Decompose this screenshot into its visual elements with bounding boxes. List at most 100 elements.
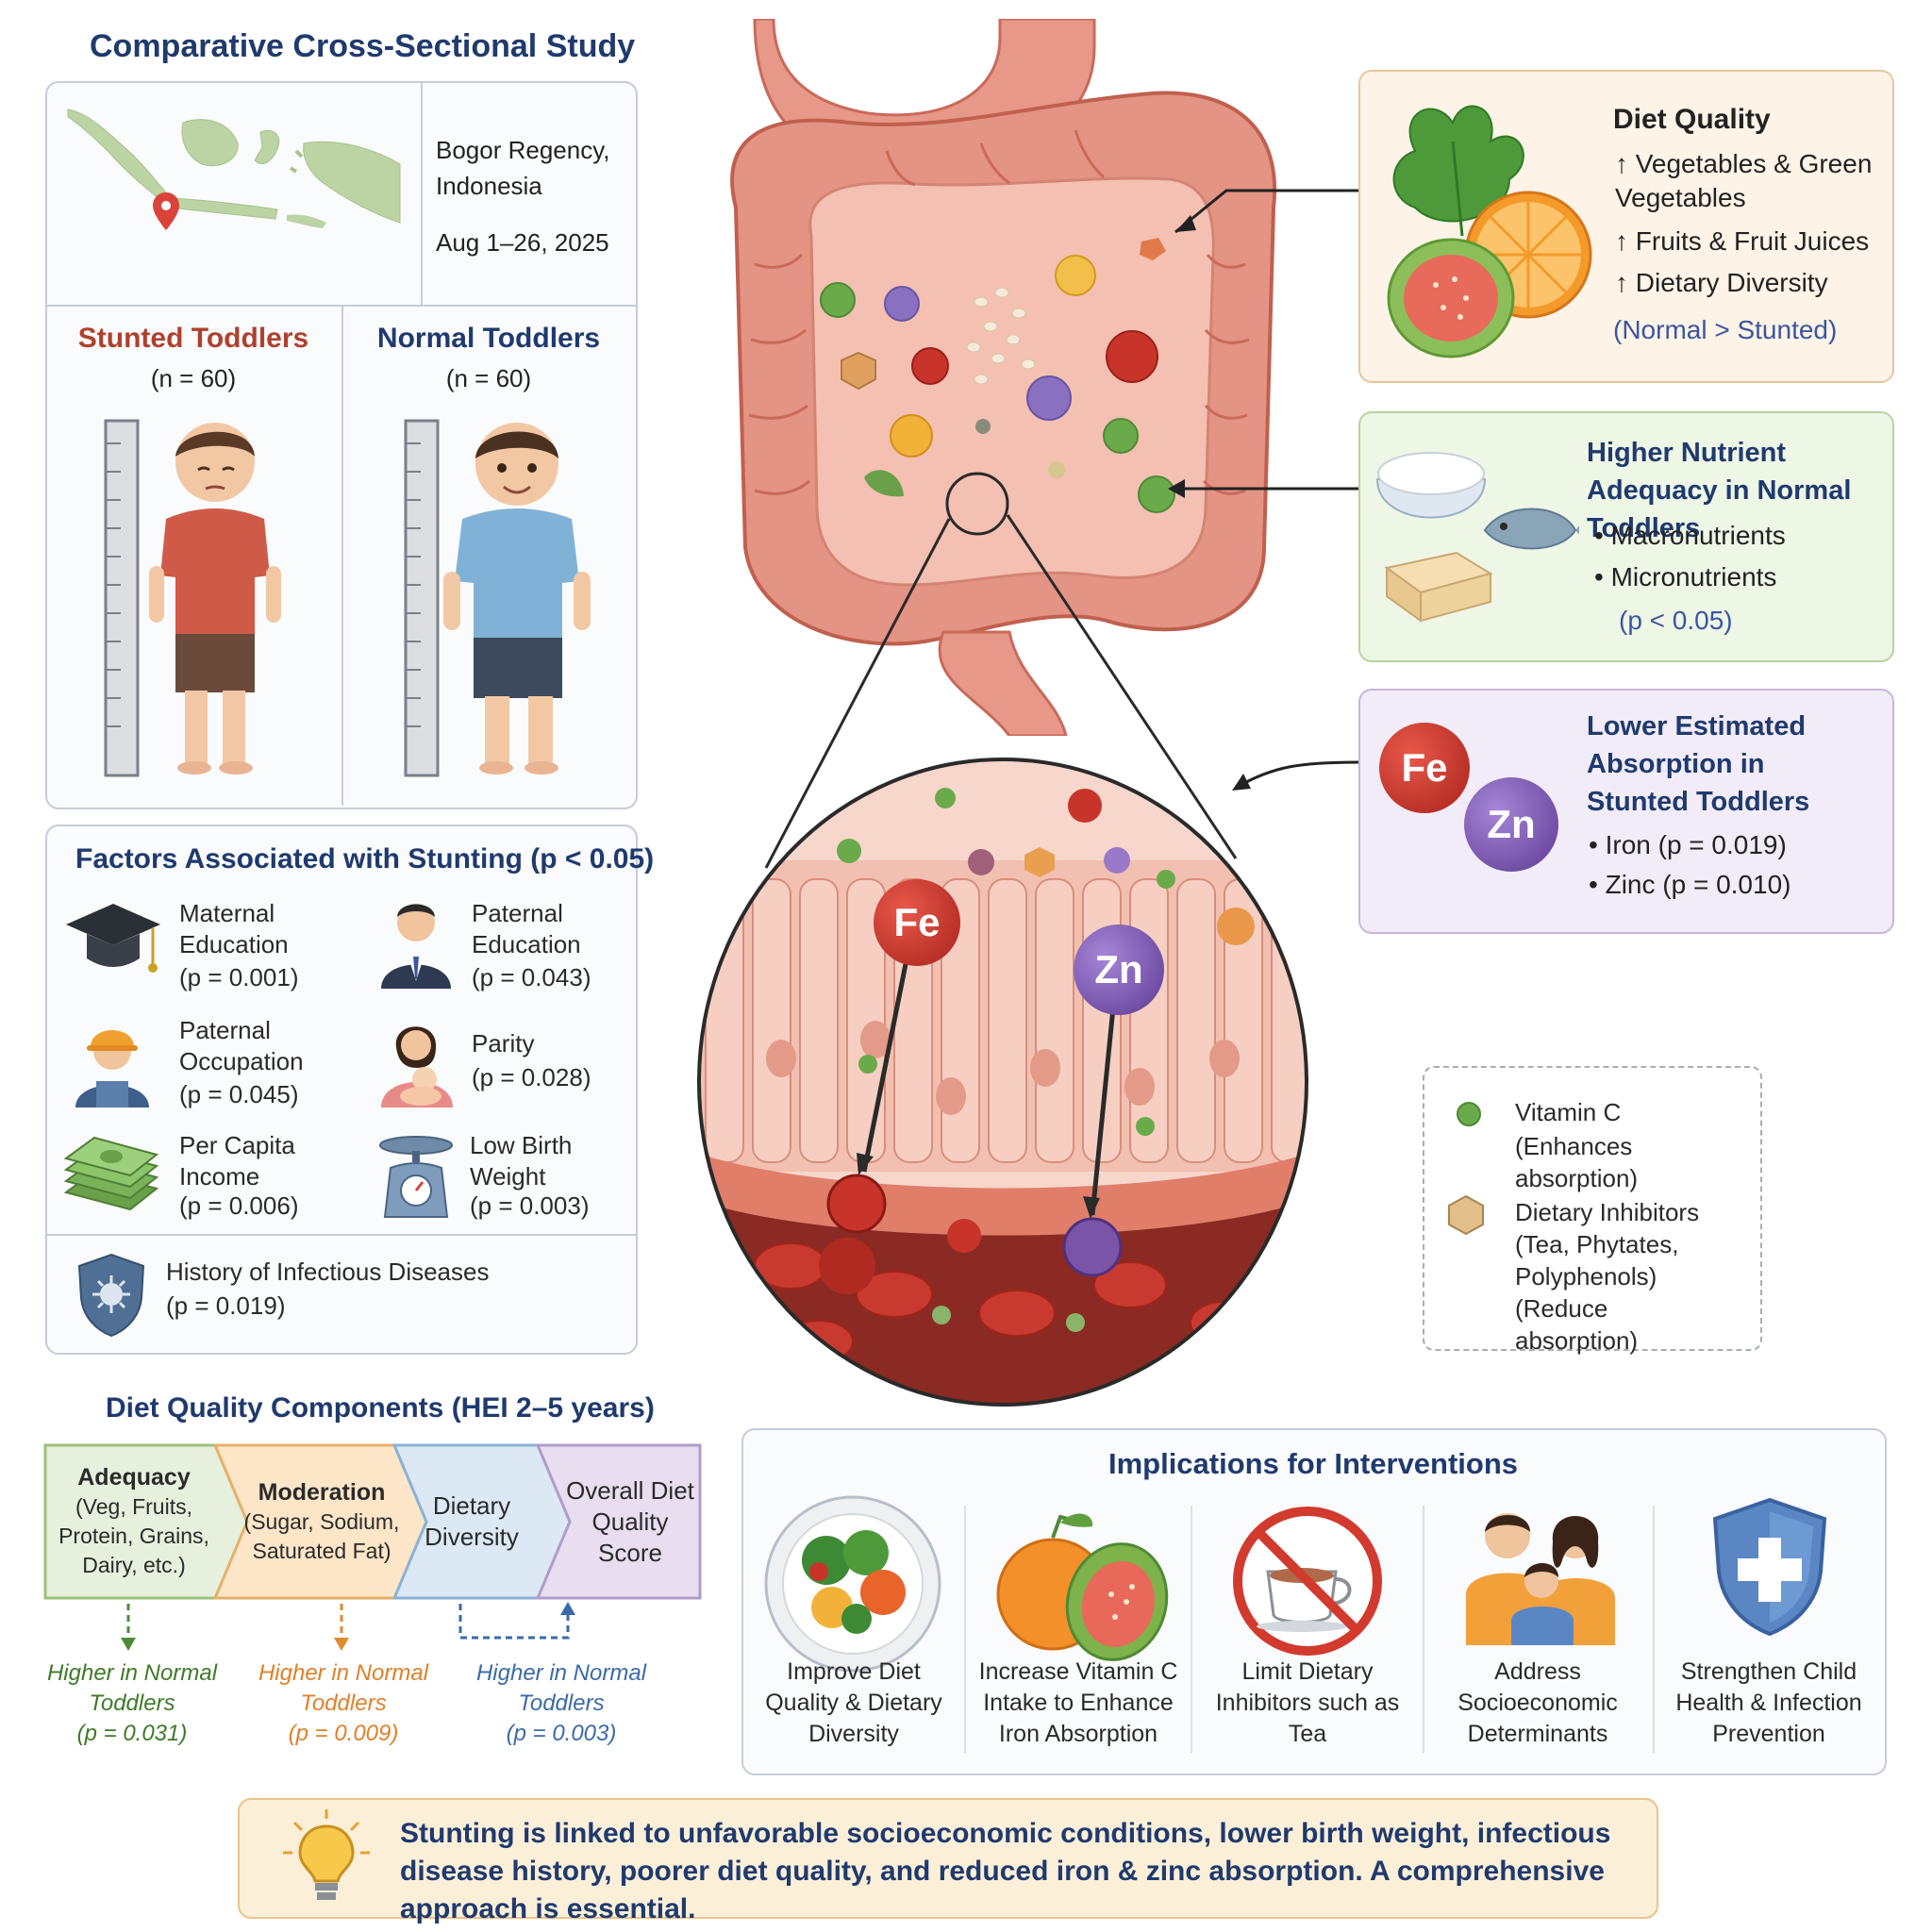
legend-vitamin-c-title: Vitamin C	[1515, 1098, 1622, 1126]
hei-finding-moderation: Higher in Normal Toddlers (p = 0.009)	[249, 1658, 438, 1749]
hei-adequacy: Adequacy (Veg, Fruits, Protein, Grains, …	[49, 1453, 219, 1591]
legend-vitamin-c-desc: (Enhances absorption)	[1515, 1132, 1639, 1192]
diet-quality-item-2: ↑ Fruits & Fruit Juices	[1615, 226, 1870, 256]
factor-per-capita-income-p: (p = 0.006)	[179, 1191, 299, 1220]
absorption-item-iron: • Iron (p = 0.019)	[1589, 830, 1787, 859]
factor-infectious-diseases: History of Infectious Diseases	[166, 1257, 490, 1286]
factor-low-birth-weight: Low Birth Weight	[470, 1131, 573, 1191]
hei-overall-score: Overall Diet Quality Score	[566, 1475, 694, 1567]
factor-parity: Parity	[472, 1029, 535, 1058]
zn-ion-icon: Zn	[1464, 777, 1558, 872]
shield-cross-icon	[1712, 1497, 1827, 1637]
no-tea-icon	[1233, 1507, 1382, 1656]
money-icon	[63, 1136, 159, 1211]
vitamin-c-dot-icon	[1457, 1102, 1481, 1126]
man-suit-icon	[381, 904, 451, 989]
factor-paternal-occupation-p: (p = 0.045)	[179, 1080, 299, 1108]
impl-improve-diet: Improve Diet Quality & Dietary Diversity	[765, 1658, 942, 1747]
virus-shield-icon	[77, 1253, 145, 1338]
impl-divider-1	[964, 1506, 966, 1753]
normal-toddler-icon	[404, 419, 591, 777]
intestine-illustration	[730, 19, 1277, 736]
hei-moderation: Moderation (Sugar, Sodium, Saturated Fat…	[243, 1453, 400, 1591]
absorption-zoom-circle	[697, 758, 1308, 1407]
stunted-label: Stunted Toddlers	[77, 323, 309, 354]
stunted-toddler-icon	[104, 419, 281, 777]
hei-finding-diversity: Higher in Normal Toddlers (p = 0.003)	[462, 1658, 660, 1749]
scale-icon	[379, 1136, 453, 1218]
family-icon	[1466, 1513, 1615, 1645]
worker-icon	[75, 1030, 149, 1108]
factors-title: Factors Associated with Stunting (p < 0.…	[75, 843, 655, 874]
factor-paternal-occupation: Paternal Occupation	[179, 1016, 304, 1075]
legend-inhibitor-title: Dietary Inhibitors	[1515, 1198, 1700, 1226]
study-dates: Aug 1–26, 2025	[436, 228, 609, 257]
hei-chevrons	[43, 1443, 702, 1600]
study-divider-v2	[341, 306, 343, 806]
factor-infectious-diseases-p: (p = 0.019)	[166, 1291, 286, 1320]
impl-vitamin-c: Increase Vitamin C Intake to Enhance Iro…	[978, 1658, 1178, 1747]
hei-finding-adequacy-text: Higher in Normal Toddlers	[46, 1660, 218, 1716]
nutrient-item-2-label: Micronutrients	[1610, 562, 1777, 591]
study-divider-v1	[421, 83, 423, 306]
zn-ion-zoom: Zn	[1074, 924, 1164, 1015]
impl-socioeconomic: Address Socioeconomic Determinants	[1457, 1658, 1618, 1747]
diet-quality-item-1: ↑ Vegetables & Green Vegetables	[1615, 149, 1873, 212]
hei-arrows	[121, 1602, 575, 1651]
mother-baby-icon	[381, 1026, 453, 1108]
hei-finding-moderation-text: Higher in Normal Toddlers	[258, 1660, 429, 1716]
diet-quality-item-3: ↑ Dietary Diversity	[1615, 268, 1828, 297]
indonesia-map-icon	[67, 108, 401, 230]
study-title: Comparative Cross-Sectional Study	[90, 28, 636, 64]
absorption-item-zinc: • Zinc (p = 0.010)	[1589, 870, 1791, 899]
hei-title: Diet Quality Components (HEI 2–5 years)	[106, 1392, 655, 1424]
factor-maternal-education: Maternal Education	[179, 899, 289, 958]
hei-moderation-sub: (Sugar, Sodium, Saturated Fat)	[243, 1508, 400, 1563]
stunted-n: (n = 60)	[150, 364, 237, 392]
orange-guava-icon	[996, 1513, 1169, 1661]
conclusion-text: Stunting is linked to unfavorable socioe…	[400, 1818, 1611, 1924]
lightbulb-icon	[283, 1809, 370, 1900]
conclusion-banner	[238, 1798, 1658, 1919]
study-divider-h	[45, 305, 636, 307]
factor-low-birth-weight-p: (p = 0.003)	[470, 1191, 590, 1220]
impl-divider-2	[1191, 1506, 1192, 1753]
inhibitor-hexagon-icon	[1448, 1194, 1484, 1236]
factors-divider	[45, 1234, 636, 1236]
hei-dietary-diversity: Dietary Diversity	[425, 1491, 519, 1551]
diet-quality-title: Diet Quality	[1613, 104, 1771, 135]
implications-title: Implications for Interventions	[1108, 1447, 1519, 1480]
absorption-title: Lower Estimated Absorption in Stunted To…	[1587, 711, 1810, 817]
factor-per-capita-income: Per Capita Income	[179, 1131, 295, 1191]
factor-paternal-education-p: (p = 0.043)	[472, 963, 591, 991]
fe-ion-icon: Fe	[1379, 723, 1470, 813]
hei-adequacy-sub: (Veg, Fruits, Protein, Grains, Dairy, et…	[58, 1494, 209, 1577]
factor-parity-p: (p = 0.028)	[472, 1063, 591, 1091]
rice-fish-tofu-icon	[1375, 452, 1579, 623]
impl-limit-inhibitors: Limit Dietary Inhibitors such as Tea	[1215, 1658, 1400, 1747]
fe-ion-zoom: Fe	[874, 879, 960, 966]
nutrient-title: Higher Nutrient Adequacy in Normal Toddl…	[1587, 438, 1852, 543]
graduation-cap-icon	[66, 904, 160, 973]
factor-paternal-education: Paternal Education	[472, 899, 581, 958]
healthy-plate-icon	[764, 1495, 941, 1673]
nutrient-item-1-label: Macronutrients	[1610, 521, 1786, 550]
impl-child-health: Strengthen Child Health & Infection Prev…	[1675, 1658, 1862, 1747]
hei-finding-moderation-p: (p = 0.009)	[288, 1721, 399, 1746]
study-location: Bogor Regency, Indonesia	[436, 136, 610, 200]
normal-n: (n = 60)	[445, 364, 532, 392]
factor-maternal-education-p: (p = 0.001)	[179, 963, 299, 991]
hei-finding-diversity-p: (p = 0.003)	[506, 1721, 617, 1746]
hei-finding-adequacy-p: (p = 0.031)	[76, 1721, 188, 1746]
nutrient-item-2: • Micronutrients	[1594, 562, 1777, 591]
impl-divider-3	[1423, 1506, 1424, 1753]
absorption-item-zinc-label: Zinc (p = 0.010)	[1605, 870, 1791, 899]
fruit-vegetables-icon	[1387, 105, 1592, 358]
hei-moderation-label: Moderation	[258, 1478, 386, 1506]
nutrient-item-1: • Macronutrients	[1594, 521, 1786, 550]
diet-quality-note: (Normal > Stunted)	[1613, 315, 1838, 344]
hei-finding-diversity-text: Higher in Normal Toddlers	[475, 1660, 647, 1716]
normal-label: Normal Toddlers	[376, 323, 601, 354]
legend-inhibitor-desc: (Tea, Phytates, Polyphenols) (Reduce abs…	[1515, 1230, 1679, 1355]
